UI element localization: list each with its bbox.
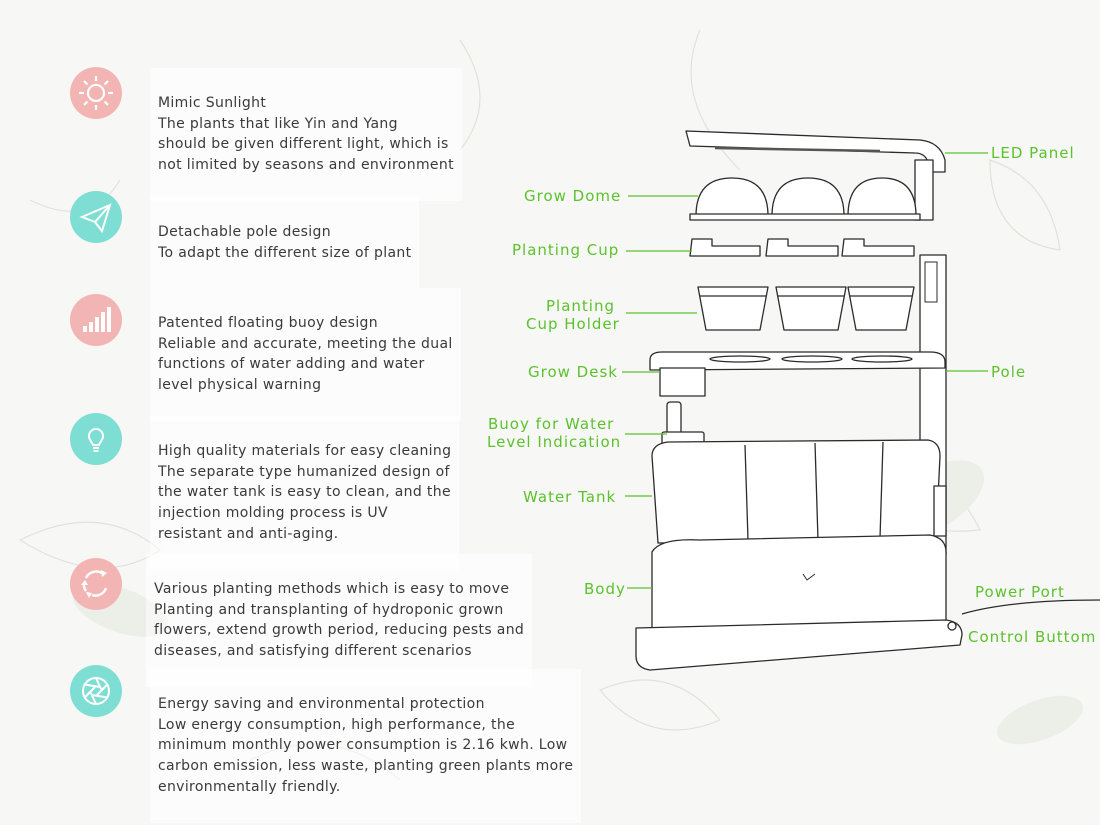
grow-dome-part bbox=[689, 177, 921, 221]
callout-power-port: Power Port bbox=[975, 583, 1065, 601]
signal-bars-icon bbox=[70, 294, 122, 346]
callout-body: Body bbox=[584, 580, 626, 598]
callout-planting-cup: Planting Cup bbox=[512, 241, 620, 259]
feature-energy-text: Energy saving and environmental protecti… bbox=[150, 669, 582, 823]
paper-plane-icon bbox=[70, 191, 122, 243]
aperture-icon bbox=[70, 665, 122, 717]
grow-desk-part bbox=[649, 351, 946, 397]
planting-cup-part bbox=[689, 238, 915, 257]
body-part bbox=[635, 534, 1100, 671]
recycle-icon bbox=[70, 558, 122, 610]
callout-planting-cup-holder-line1: Planting bbox=[546, 297, 615, 315]
callout-control-button: Control Buttom bbox=[968, 628, 1097, 646]
callout-led-panel: LED Panel bbox=[991, 144, 1075, 162]
feature-planting-text: Various planting methods which is easy t… bbox=[146, 554, 533, 687]
led-panel-part bbox=[685, 130, 946, 221]
feature-materials-text: High quality materials for easy cleaning… bbox=[150, 416, 460, 570]
sun-icon bbox=[70, 67, 122, 119]
callout-pole: Pole bbox=[991, 363, 1027, 381]
callout-buoy-line1: Buoy for Water bbox=[488, 415, 615, 433]
callout-water-tank: Water Tank bbox=[523, 488, 617, 506]
callout-grow-desk: Grow Desk bbox=[528, 363, 618, 381]
callout-buoy-line2: Level Indication bbox=[487, 433, 622, 451]
callout-planting-cup-holder-line2: Cup Holder bbox=[526, 315, 620, 333]
planting-cup-holder-part bbox=[697, 286, 915, 331]
lightbulb-icon bbox=[70, 413, 122, 465]
callout-grow-dome: Grow Dome bbox=[524, 187, 622, 205]
water-tank-part bbox=[651, 439, 947, 544]
callout-leader-lines bbox=[622, 152, 988, 589]
